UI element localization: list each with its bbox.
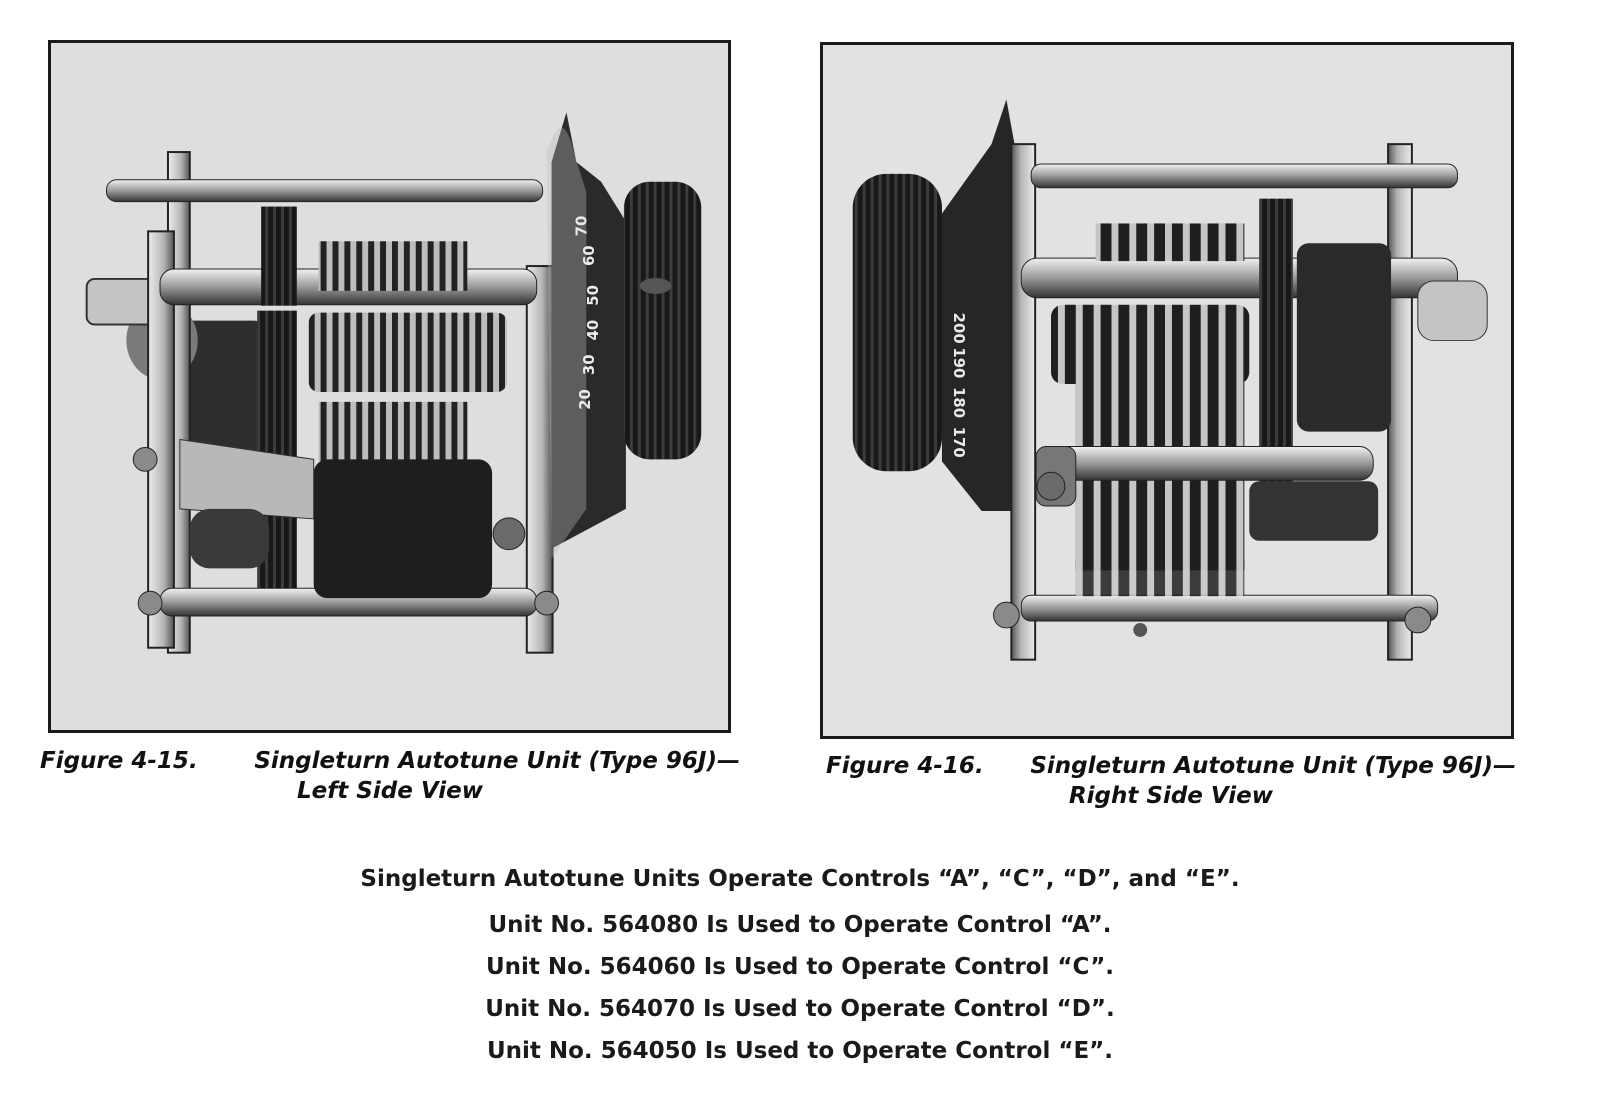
dial-number: 190 [950, 347, 968, 378]
figure-4-15-photo: 70 60 50 40 30 20 [48, 40, 731, 733]
unit-line: Unit No. 564060 Is Used to Operate Contr… [485, 954, 1115, 980]
figure-4-15-caption: Figure 4-15. Singleturn Autotune Unit (T… [40, 746, 740, 806]
unit-line: Unit No. 564080 Is Used to Operate Contr… [488, 912, 1112, 938]
figure-title: Singleturn Autotune Unit (Type 96J)— [254, 748, 740, 774]
dial-number: 40 [584, 320, 602, 341]
dial-number: 200 [950, 313, 968, 344]
dial-number: 50 [584, 285, 602, 306]
dial-scale-left: 70 60 50 40 30 20 [572, 216, 602, 410]
figure-view-label: Right Side View [1068, 783, 1274, 809]
figure-number: Figure 4-16. [826, 753, 984, 779]
unit-assignment-notes: Singleturn Autotune Units Operate Contro… [300, 858, 1300, 1072]
dial-number: 180 [950, 387, 968, 418]
figure-number: Figure 4-15. [40, 748, 198, 774]
notes-headline: Singleturn Autotune Units Operate Contro… [360, 866, 1240, 892]
figure-title: Singleturn Autotune Unit (Type 96J)— [1030, 753, 1516, 779]
unit-line: Unit No. 564050 Is Used to Operate Contr… [486, 1038, 1114, 1064]
dial-number: 20 [576, 389, 594, 410]
figure-view-label: Left Side View [297, 778, 483, 804]
dial-scale-right: 200 190 180 170 [950, 313, 968, 458]
unit-line: Unit No. 564070 Is Used to Operate Contr… [485, 996, 1115, 1022]
dial-number: 60 [580, 245, 598, 266]
figure-4-16-photo: 200 190 180 170 [820, 42, 1514, 739]
dial-number: 70 [572, 216, 590, 237]
dial-number: 30 [580, 354, 598, 375]
autotune-right-side-illustration: 200 190 180 170 [823, 45, 1511, 736]
dial-number: 170 [950, 427, 968, 458]
figure-4-16-caption: Figure 4-16. Singleturn Autotune Unit (T… [826, 751, 1516, 811]
autotune-left-side-illustration: 70 60 50 40 30 20 [51, 43, 728, 730]
